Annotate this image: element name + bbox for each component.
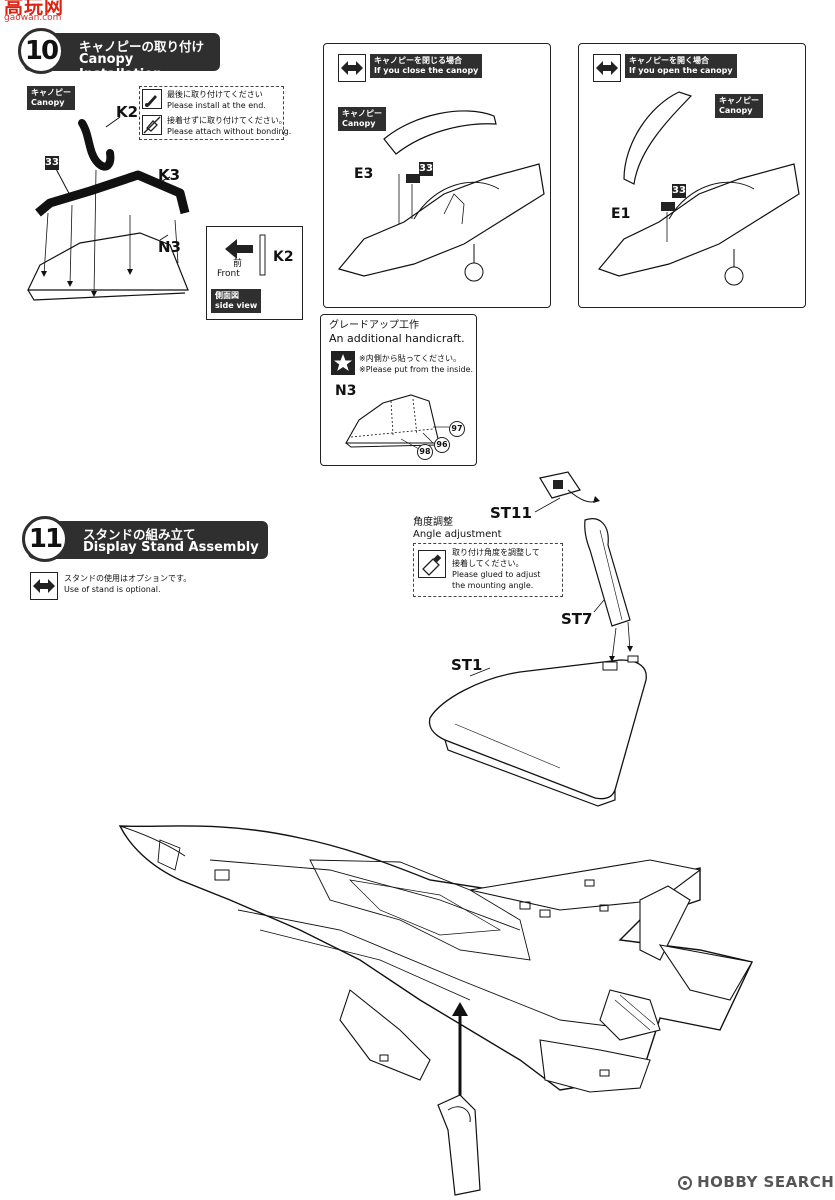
watermark-url: gaowan.com: [4, 13, 62, 23]
side-view-tag: 側面図 side view: [211, 289, 262, 313]
choice-icon-2: [593, 54, 621, 82]
close-part-e3: E3: [354, 166, 374, 182]
open-canopy-panel: キャノピーを開く場合 If you open the canopy キャノピー …: [578, 43, 806, 308]
step11-number: 11: [22, 516, 68, 562]
open-tag-en: If you open the canopy: [629, 66, 733, 75]
arrow-left-icon: [225, 239, 253, 259]
open-part-e1: E1: [611, 206, 631, 222]
watermark: 高玩网 gaowan.com: [4, 0, 65, 24]
paint-icon: [142, 89, 162, 109]
note1-jp: 最後に取り付けてください: [167, 90, 263, 99]
close-part-33: 33: [419, 162, 433, 176]
close-canopy-drawing: [337, 110, 545, 282]
open-canopy-label: キャノピー Canopy: [715, 94, 763, 118]
note1-en: Please install at the end.: [167, 101, 266, 110]
part-k2: K2: [116, 103, 139, 121]
choice-icon: [338, 54, 366, 82]
upgrade-num-97: 97: [449, 421, 465, 437]
glue-en2: the mounting angle.: [452, 581, 534, 590]
open-part-33: 33: [672, 184, 686, 198]
angle-jp: 角度調整: [413, 517, 453, 528]
step11-header: 11 スタンドの組み立て Display Stand Assembly: [22, 516, 268, 562]
side-front-jp: 前: [233, 259, 243, 269]
upgrade-note-en: ※Please put from the inside.: [359, 365, 474, 374]
step10-header: 10 キャノピーの取り付け Canopy Installation: [18, 28, 220, 82]
side-front-en: Front: [217, 269, 240, 279]
angle-en: Angle adjustment: [413, 529, 502, 540]
canopy-parts-drawing: [27, 116, 190, 301]
glue-note-box: 取り付け角度を調整して 接着してください。 Please glued to ad…: [413, 543, 563, 597]
side-view-tag-jp: 側面図: [215, 291, 239, 300]
canopy-tag: キャノピー Canopy: [27, 86, 75, 110]
close-tag-en: If you close the canopy: [374, 66, 479, 75]
step10-title-jp: キャノピーの取り付け: [79, 39, 205, 54]
upgrade-part-n3: N3: [335, 383, 357, 399]
close-canopy-tag: キャノピーを閉じる場合 If you close the canopy: [370, 54, 483, 78]
open-canopy-en: Canopy: [719, 106, 753, 115]
watermark-brand: 高玩网: [4, 0, 65, 18]
note2-en: Please attach without bonding.: [167, 127, 292, 136]
upgrade-panel: グレードアップ工作 An additional handicraft. ※内側か…: [320, 314, 477, 466]
glue-en1: Please glued to adjust: [452, 570, 541, 579]
part-st11: ST11: [490, 504, 532, 522]
optional-jp: スタンドの使用はオプションです。: [64, 574, 192, 583]
open-canopy-jp: キャノピー: [719, 96, 759, 105]
step11-title-jp: スタンドの組み立て: [83, 527, 196, 542]
hobby-search-logo-icon: [678, 1175, 692, 1190]
optional-icon: [30, 572, 58, 600]
close-tag-jp: キャノピーを閉じる場合: [374, 56, 462, 65]
side-part: K2: [273, 249, 294, 265]
step10-number: 10: [18, 28, 64, 74]
close-canopy-jp: キャノピー: [342, 109, 382, 118]
canopy-tag-en: Canopy: [31, 98, 65, 107]
part-n3: N3: [158, 238, 181, 256]
open-tag-jp: キャノピーを開く場合: [629, 56, 709, 65]
side-view-box: 前 Front K2 側面図 side view: [206, 226, 303, 320]
canopy-tag-jp: キャノピー: [31, 88, 71, 97]
part-33-callout: 33: [45, 156, 59, 170]
part-st1: ST1: [451, 656, 483, 674]
close-canopy-en: Canopy: [342, 119, 376, 128]
part-k3: K3: [158, 166, 181, 184]
close-canopy-label: キャノピー Canopy: [338, 107, 386, 131]
open-canopy-tag: キャノピーを開く場合 If you open the canopy: [625, 54, 737, 78]
part-st7: ST7: [561, 610, 593, 628]
upgrade-num-96: 96: [434, 437, 450, 453]
side-view-tag-en: side view: [215, 301, 258, 310]
glue-jp1: 取り付け角度を調整して: [452, 548, 540, 557]
k2-side-shape: [259, 234, 266, 276]
glue-jp2: 接着してください。: [452, 559, 524, 568]
open-canopy-drawing: [597, 91, 800, 286]
glue-icon: [418, 550, 446, 578]
optional-en: Use of stand is optional.: [64, 585, 161, 594]
hobby-search-logo: HOBBY SEARCH: [697, 1173, 835, 1191]
note2-jp: 接着せずに取り付けてください。: [167, 116, 287, 125]
step11-title-en: Display Stand Assembly: [83, 540, 259, 555]
install-notes-box: 最後に取り付けてください Please install at the end. …: [139, 86, 291, 140]
step10-title-en: Canopy Installation: [79, 52, 163, 82]
star-icon: [331, 351, 355, 375]
close-canopy-panel: キャノピーを閉じる場合 If you close the canopy キャノピ…: [323, 43, 551, 308]
upgrade-note-jp: ※内側から貼ってください。: [359, 354, 462, 363]
upgrade-title-jp: グレードアップ工作: [329, 320, 419, 331]
upgrade-title-en: An additional handicraft.: [329, 332, 465, 345]
upgrade-num-98: 98: [417, 444, 433, 460]
no-glue-icon: [142, 115, 162, 135]
hobby-search-footer: HOBBY SEARCH: [678, 1172, 834, 1191]
